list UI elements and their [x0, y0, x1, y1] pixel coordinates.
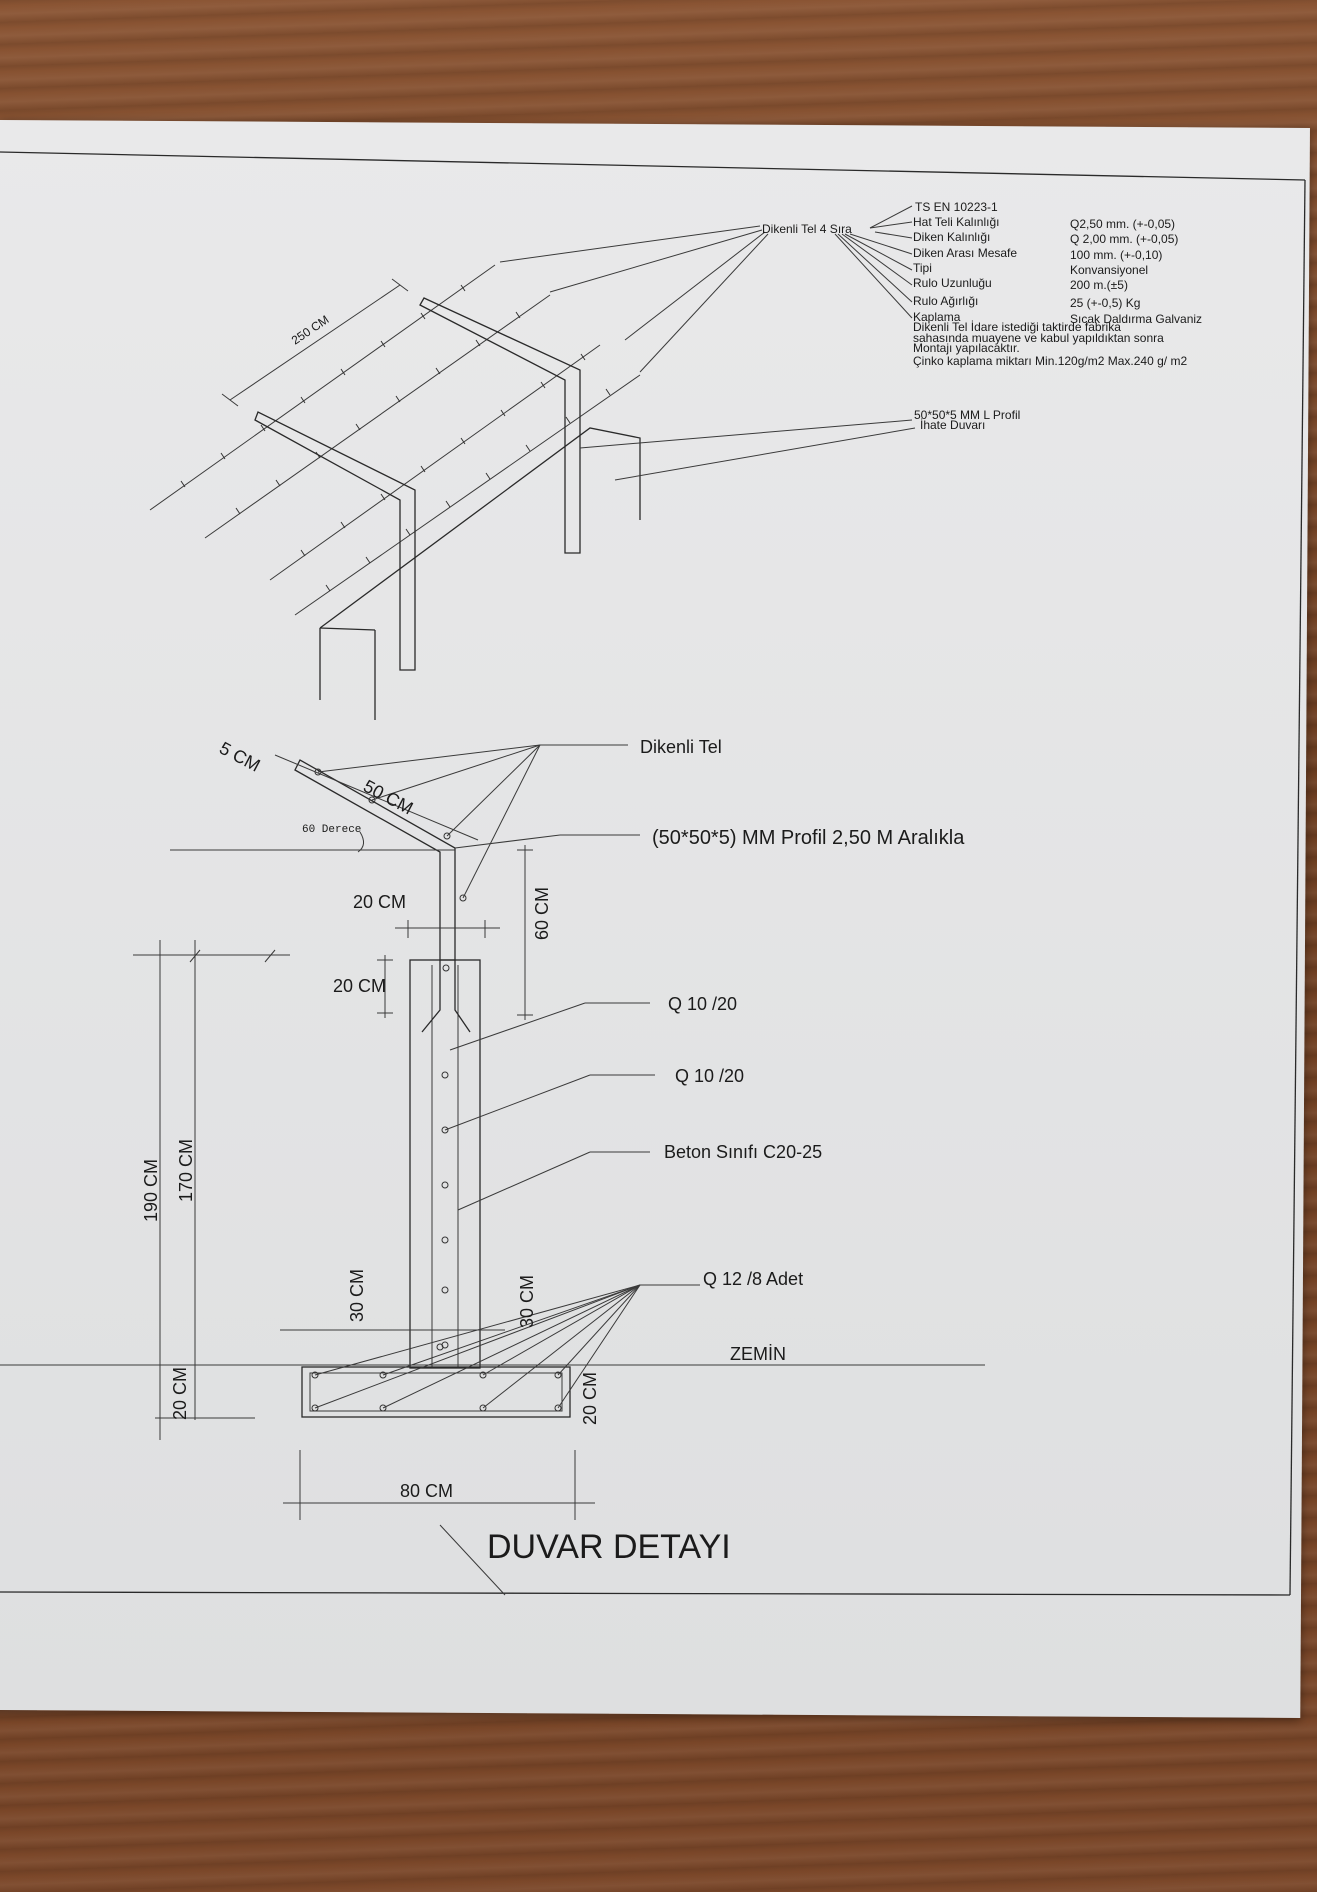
- spec-value: Q2,50 mm. (+-0,05): [1070, 217, 1175, 231]
- ground-label: ZEMİN: [730, 1344, 786, 1364]
- spec-note: Dikenli Tel İdare istediği taktirde fabr…: [913, 320, 1121, 334]
- dim-60cm-label: 60 CM: [532, 887, 552, 940]
- spec-label: Diken Arası Mesafe: [913, 246, 1017, 260]
- dim-20cm-mid-label: 20 CM: [333, 976, 386, 996]
- spec-note: sahasında muayene ve kabul yapıldıktan s…: [913, 331, 1164, 345]
- barbed-wire-label: Dikenli Tel: [640, 737, 722, 757]
- rebar-q12-label: Q 12 /8 Adet: [703, 1269, 803, 1289]
- l-profile-label: 50*50*5 MM L Profil: [914, 408, 1020, 422]
- dim-30cm-left-label: 30 CM: [347, 1269, 367, 1322]
- profile-spacing-note: (50*50*5) MM Profil 2,50 M Aralıkla: [652, 827, 965, 849]
- perimeter-wall-top: [319, 427, 641, 629]
- rebar-q10-label-1: Q 10 /20: [668, 994, 737, 1014]
- spec-value: 100 mm. (+-0,10): [1070, 248, 1162, 262]
- spec-note: Çinko kaplama miktarı Min.120g/m2 Max.24…: [913, 354, 1187, 368]
- barbed-wire-row-4: [294, 374, 641, 616]
- perimeter-wall-label: İhate Duvarı: [920, 418, 985, 432]
- dim-250-label: 250 CM: [289, 312, 332, 347]
- wall-column: [409, 959, 481, 1369]
- spec-label: Tipi: [913, 261, 932, 275]
- section-view: Dikenli Tel 5 CM 50 CM 60 Derece (50*50*…: [0, 737, 985, 1596]
- spec-label: Hat Teli Kalınlığı: [913, 215, 1000, 229]
- spec-label: Rulo Uzunluğu: [913, 276, 992, 290]
- spec-value: 200 m.(±5): [1070, 278, 1128, 292]
- dim-190cm-label: 190 CM: [141, 1159, 161, 1222]
- perspective-view: 250 CM Dikenli Tel 4 Sıra: [149, 200, 1202, 720]
- spec-value: Sıcak Daldırma Galvaniz: [1070, 312, 1202, 326]
- angle-label: 60 Derece: [302, 824, 361, 836]
- barbed-wire-row-2: [204, 294, 551, 539]
- drawing-title: DUVAR DETAYI: [487, 1528, 731, 1566]
- spec-label: Kaplama: [913, 310, 961, 324]
- spec-value: 25 (+-0,5) Kg: [1070, 296, 1140, 310]
- barbed-wire-row-3: [269, 344, 601, 581]
- embedded-profile: [421, 960, 471, 1033]
- footing: [301, 1366, 571, 1418]
- spec-value: Q 2,00 mm. (+-0,05): [1070, 232, 1178, 246]
- barbed-wire-spec-table: TS EN 10223-1 Hat Teli Kalınlığı Q2,50 m…: [913, 200, 1202, 368]
- dim-170cm-label: 170 CM: [176, 1139, 196, 1202]
- rebar-q10-label-2: Q 10 /20: [675, 1066, 744, 1086]
- spec-label: Rulo Ağırlığı: [913, 294, 978, 308]
- dim-20cm-right-label: 20 CM: [580, 1372, 600, 1425]
- concrete-class-label: Beton Sınıfı C20-25: [664, 1142, 822, 1162]
- spec-note: Montajı yapılacaktır.: [913, 341, 1020, 355]
- dim-30cm-right-label: 30 CM: [517, 1275, 537, 1328]
- l-profile-post-back: [419, 297, 581, 554]
- spec-label: TS EN 10223-1: [915, 200, 998, 214]
- dim-20cm-top-label: 20 CM: [353, 892, 406, 912]
- spec-label: Diken Kalınlığı: [913, 230, 990, 244]
- barbed-wire-4-rows-label: Dikenli Tel 4 Sıra: [762, 222, 852, 236]
- barbed-wire-row-1: [149, 264, 496, 511]
- dim-20cm-left-label: 20 CM: [170, 1367, 190, 1420]
- dim-5cm-label: 5 CM: [216, 738, 263, 776]
- l-profile-post-front: [254, 411, 416, 671]
- dim-80cm-label: 80 CM: [400, 1481, 453, 1501]
- spec-value: Konvansiyonel: [1070, 263, 1148, 277]
- sheet-border: [0, 151, 1306, 1596]
